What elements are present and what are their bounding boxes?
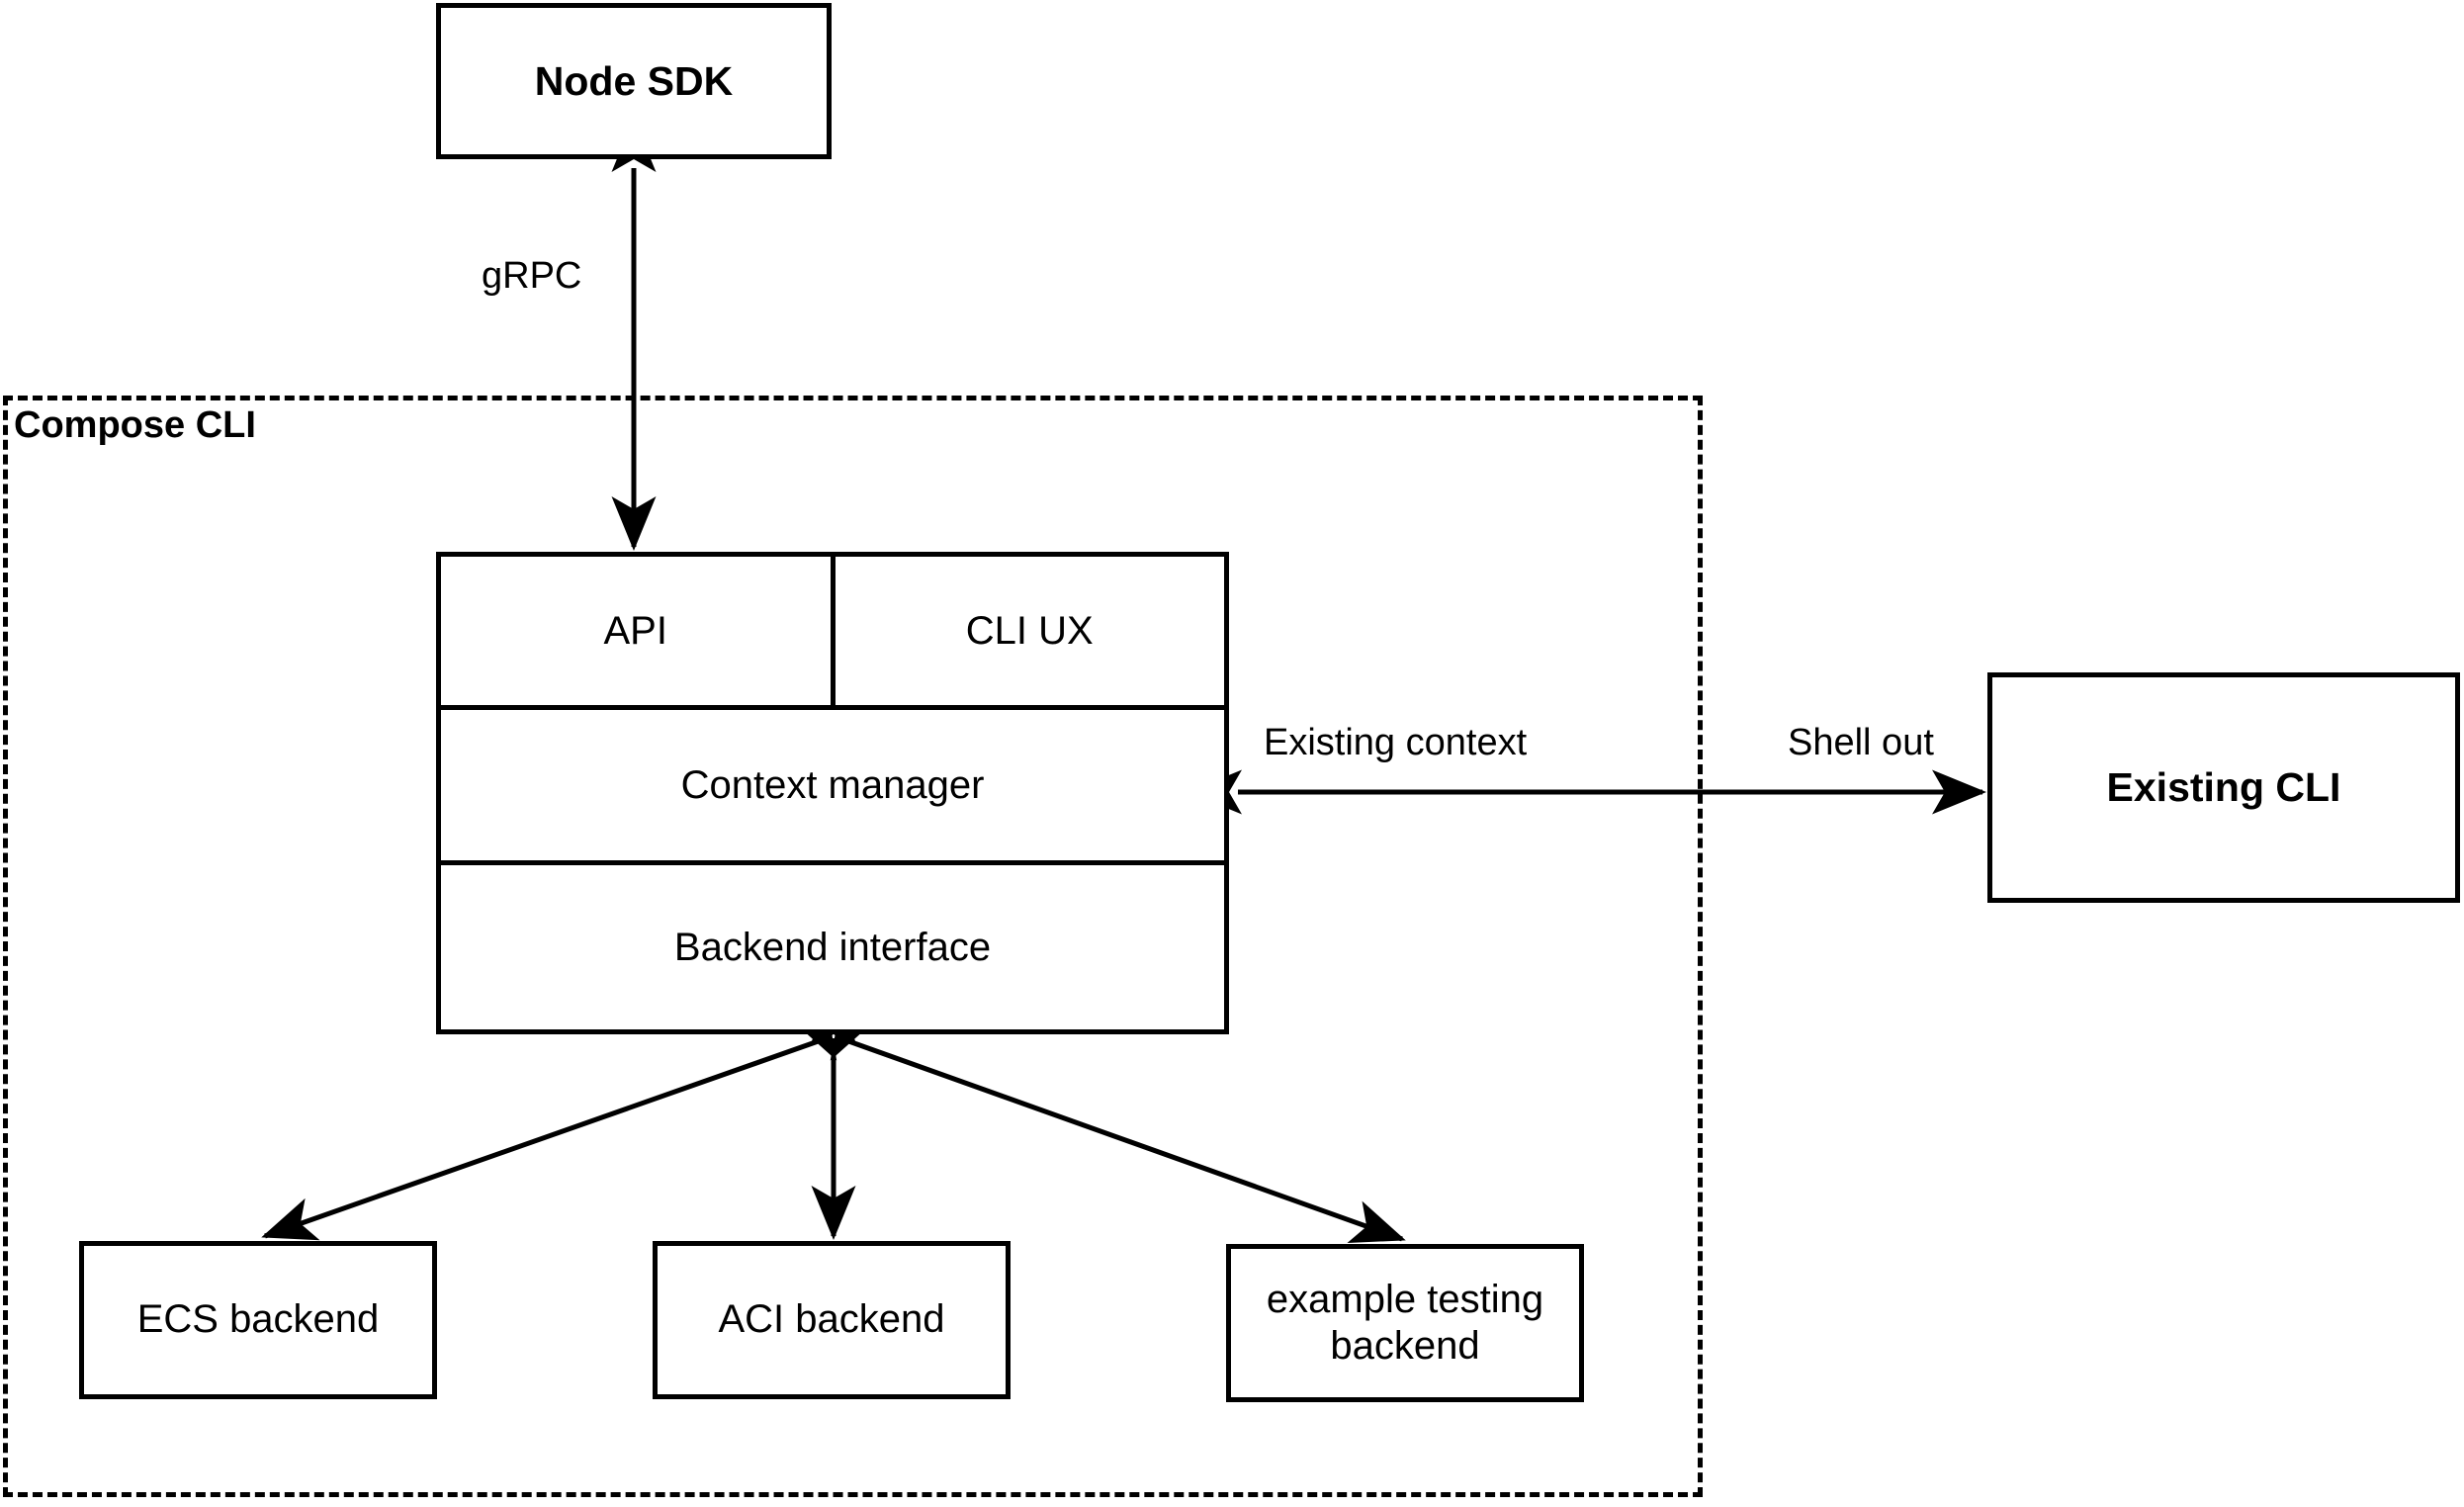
api-label: API xyxy=(603,608,667,653)
cli-ux-label: CLI UX xyxy=(965,608,1094,653)
ecs-backend-label: ECS backend xyxy=(136,1297,380,1342)
existing-cli-box: Existing CLI xyxy=(1987,672,2460,903)
grpc-edge-label: gRPC xyxy=(482,255,582,297)
context-manager-label: Context manager xyxy=(680,762,985,807)
existing-context-edge-label: Existing context xyxy=(1264,722,1528,763)
compose-cli-boundary xyxy=(3,396,1703,1497)
context-manager-cell: Context manager xyxy=(441,710,1224,865)
compose-cli-core-stack: API CLI UX Context manager Backend inter… xyxy=(436,552,1229,1034)
api-cell: API xyxy=(441,557,836,705)
core-stack-row-top: API CLI UX xyxy=(441,557,1224,710)
node-sdk-box: Node SDK xyxy=(436,3,832,159)
shell-out-edge-label: Shell out xyxy=(1788,722,1934,763)
aci-backend-label: ACI backend xyxy=(718,1297,945,1342)
existing-cli-label: Existing CLI xyxy=(2106,764,2341,811)
example-testing-backend-label: example testing backend xyxy=(1266,1277,1544,1368)
node-sdk-label: Node SDK xyxy=(534,57,734,104)
backend-interface-cell: Backend interface xyxy=(441,865,1224,1029)
cli-ux-cell: CLI UX xyxy=(836,557,1225,705)
backend-interface-label: Backend interface xyxy=(673,925,992,969)
compose-cli-boundary-label: Compose CLI xyxy=(14,404,256,446)
aci-backend-box: ACI backend xyxy=(653,1241,1011,1399)
example-testing-backend-box: example testing backend xyxy=(1226,1244,1584,1402)
ecs-backend-box: ECS backend xyxy=(79,1241,437,1399)
